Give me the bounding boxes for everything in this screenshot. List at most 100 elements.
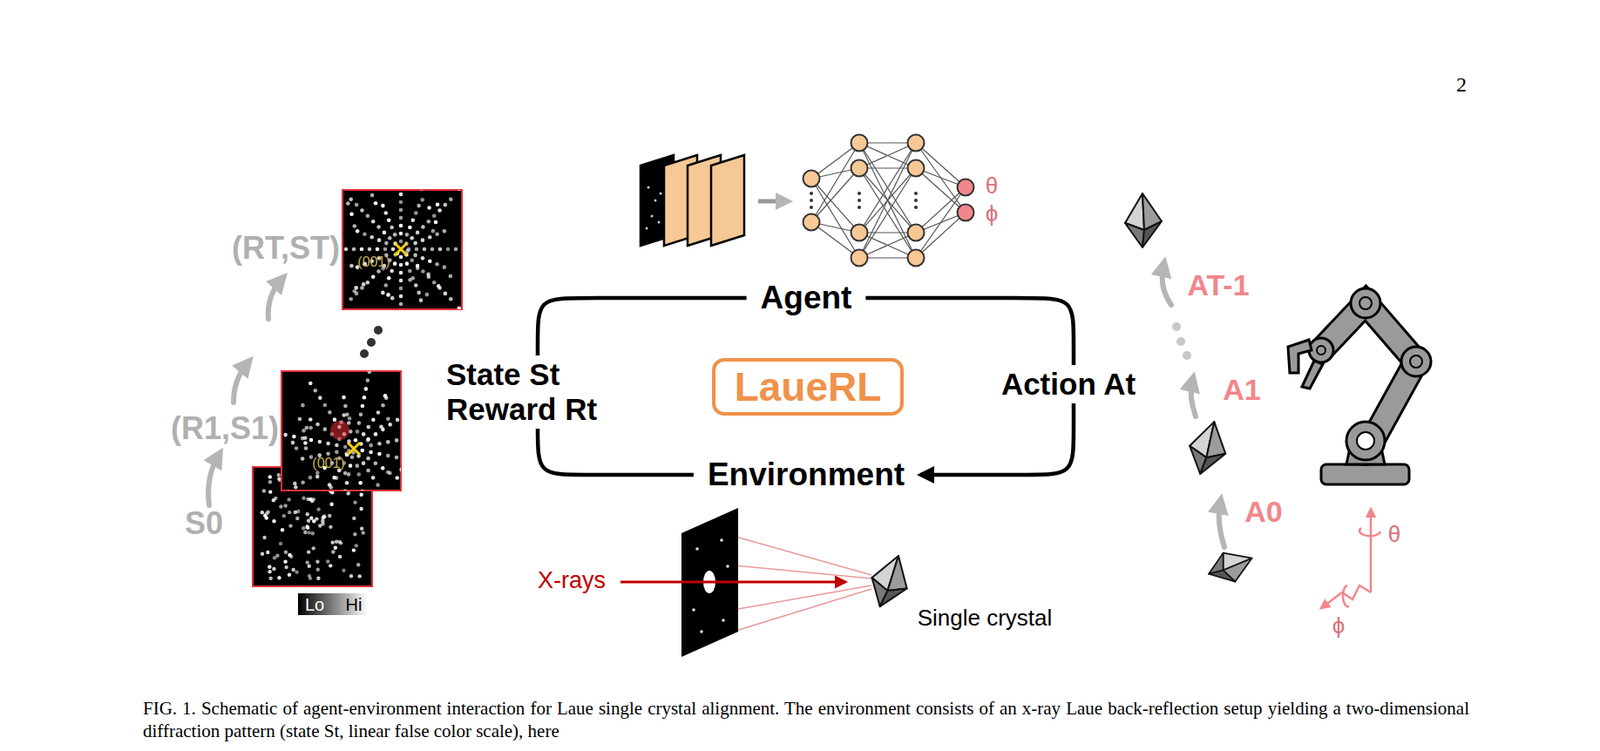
figure-part (809, 191, 814, 196)
figure-part (914, 191, 918, 196)
laue-pattern (328, 176, 475, 323)
figure-part (851, 160, 868, 177)
figure-part (711, 155, 745, 246)
figure-part (859, 142, 916, 233)
figure-part (233, 364, 247, 403)
figure-part (415, 230, 421, 236)
figure-part (1401, 346, 1431, 377)
figure-part (376, 224, 381, 230)
figure-part (413, 283, 419, 288)
figure-part (262, 535, 266, 540)
figure-part (386, 217, 392, 223)
figure-label: 2 (1456, 73, 1467, 96)
figure-part (286, 497, 291, 502)
figure-part (361, 530, 366, 535)
figure-part (857, 198, 862, 203)
figure-part (359, 247, 365, 252)
figure-part (1172, 322, 1192, 360)
figure-label: Lo (305, 595, 325, 615)
figure-part (308, 475, 313, 481)
figure-part (352, 532, 357, 536)
figure-part (338, 555, 342, 559)
figure-part (328, 485, 333, 490)
figure-part (268, 489, 272, 494)
figure-part (263, 513, 267, 517)
figure-part (345, 481, 350, 486)
figure-part (1176, 337, 1186, 346)
figure-part (803, 135, 975, 267)
figure-part (349, 264, 354, 269)
figure-label: θ (985, 173, 998, 199)
figure-part (300, 456, 306, 462)
figure-part (315, 470, 320, 475)
figure-part (405, 261, 410, 266)
figure-part (267, 564, 272, 569)
figure-part (691, 608, 696, 612)
figure-part (359, 489, 365, 491)
figure-part (1301, 360, 1323, 389)
figure-part (306, 519, 311, 523)
figure-part (303, 530, 307, 535)
figure-part (427, 205, 432, 211)
figure-part (373, 201, 379, 206)
figure-part (366, 378, 371, 383)
figure-part (809, 205, 814, 210)
figure-label: Single crystal (917, 605, 1053, 631)
figure-part (851, 250, 868, 267)
figure-part (448, 297, 454, 302)
figure-part (307, 563, 312, 568)
agent-label: Agent (752, 278, 862, 319)
figure-part (1183, 417, 1234, 480)
figure-part (306, 549, 311, 554)
figure-part (1350, 288, 1381, 319)
figure-label: (RT,ST) (231, 230, 340, 266)
figure-part (1356, 432, 1375, 450)
figure-part (286, 489, 292, 491)
figure-part (1410, 355, 1423, 368)
figure-part (442, 229, 448, 234)
figure-part (405, 232, 410, 238)
figure-part (386, 292, 391, 298)
figure-part (399, 294, 404, 299)
figure-part (366, 425, 371, 430)
figure-part (1191, 381, 1196, 417)
figure-part (291, 440, 296, 446)
figure-part (957, 204, 975, 222)
figure-part (410, 217, 415, 223)
figure-part (267, 565, 272, 570)
laue-rl-box: LaueRL (711, 358, 905, 417)
figure-part (350, 455, 355, 461)
figure-part (316, 576, 320, 581)
figure-part (331, 540, 335, 544)
figure-part (380, 291, 386, 296)
figure-part (304, 426, 309, 431)
figure-part (356, 562, 360, 567)
node-text: LaueRL (734, 365, 882, 410)
figure-part (380, 203, 386, 209)
figure-part (725, 564, 730, 569)
figure-part (265, 550, 270, 555)
figure-part (371, 275, 376, 280)
figure-part (278, 504, 283, 509)
figure-part (1200, 448, 1226, 480)
figure-part (287, 573, 292, 577)
figure-part (334, 450, 339, 455)
figure-part (341, 395, 346, 400)
figure-part (859, 232, 916, 258)
figure-part (343, 445, 348, 450)
figure-part (413, 241, 418, 246)
figure-part (430, 247, 435, 252)
figure-part (386, 416, 391, 421)
figure-part (295, 516, 299, 521)
figure-part (293, 485, 299, 490)
figure-caption: FIG. 1. Schematic of agent-environment i… (142, 697, 1470, 744)
figure-part (413, 210, 419, 216)
figure-part (367, 247, 373, 252)
figure-part (333, 546, 338, 550)
figure-part (393, 261, 398, 266)
figure-part (283, 433, 288, 438)
figure-part (303, 440, 308, 446)
figure-part (375, 247, 380, 252)
figure-part (305, 512, 310, 516)
figure-part (1203, 544, 1258, 590)
